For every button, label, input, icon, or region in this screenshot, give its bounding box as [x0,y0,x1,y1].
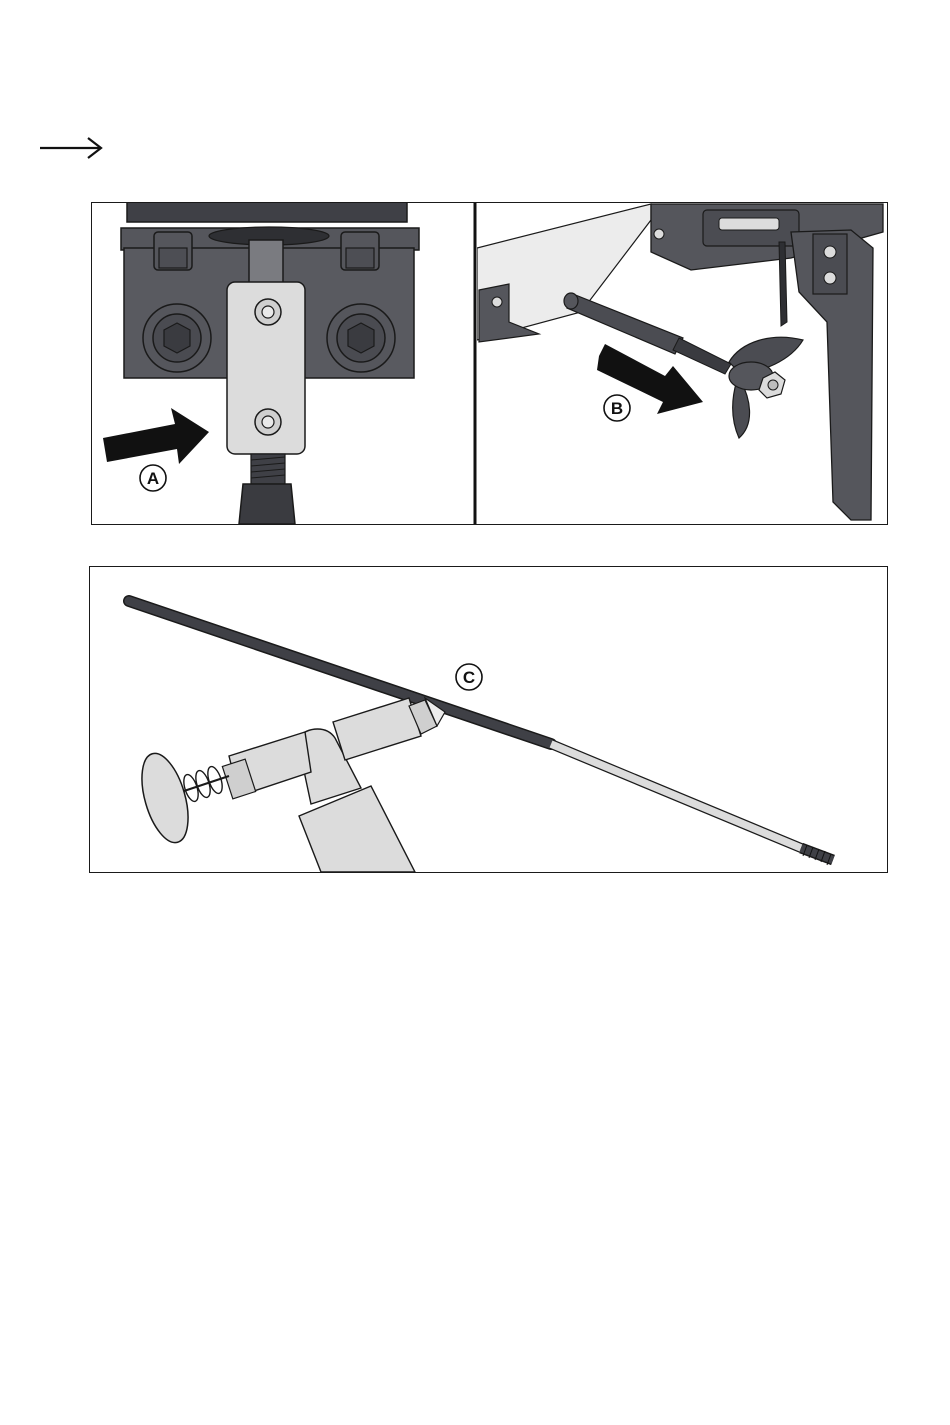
long-right-arrow-icon [38,132,106,164]
figure-panel-ab: A B [91,202,888,525]
label-c: C [463,668,475,687]
label-a: A [147,469,159,488]
label-b: B [611,399,623,418]
figure-panel-c: C [89,566,889,874]
